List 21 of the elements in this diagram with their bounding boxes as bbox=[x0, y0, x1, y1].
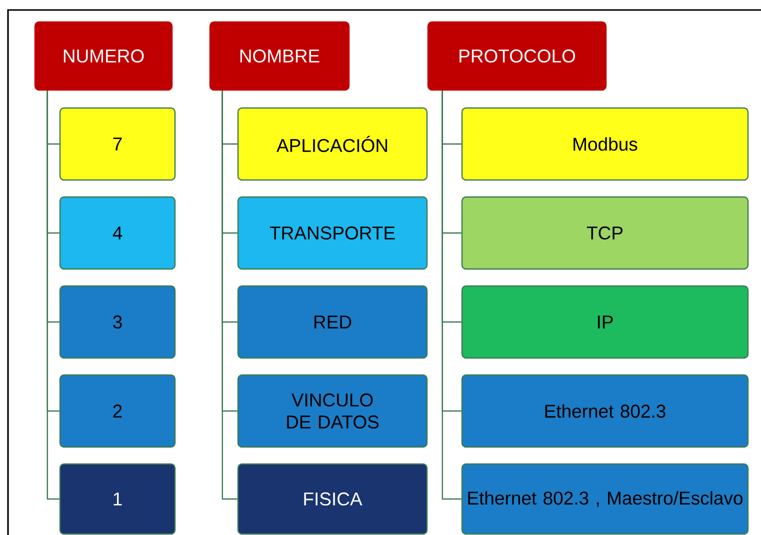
layer-box: Ethernet 802.3 bbox=[461, 374, 749, 448]
connector-line bbox=[222, 90, 238, 500]
header-box: NOMBRE bbox=[209, 21, 350, 91]
layer-box: 7 bbox=[59, 107, 176, 181]
header-box: NUMERO bbox=[34, 21, 173, 91]
layer-box: 1 bbox=[59, 463, 176, 535]
layer-box: IP bbox=[461, 285, 749, 359]
layer-box: 3 bbox=[59, 285, 176, 359]
layer-box: FISICA bbox=[237, 463, 428, 535]
layer-box: Ethernet 802.3 , Maestro/Esclavo bbox=[461, 463, 749, 535]
connector-line bbox=[442, 90, 462, 500]
layer-box: VINCULO DE DATOS bbox=[237, 374, 428, 448]
layer-box: 4 bbox=[59, 196, 176, 270]
layer-box: APLICACIÓN bbox=[237, 107, 428, 181]
connector-line bbox=[46, 90, 60, 500]
layer-box: 2 bbox=[59, 374, 176, 448]
layer-box: RED bbox=[237, 285, 428, 359]
header-box: PROTOCOLO bbox=[427, 21, 607, 91]
layer-box: Modbus bbox=[461, 107, 749, 181]
layer-box: TRANSPORTE bbox=[237, 196, 428, 270]
layer-box: TCP bbox=[461, 196, 749, 270]
